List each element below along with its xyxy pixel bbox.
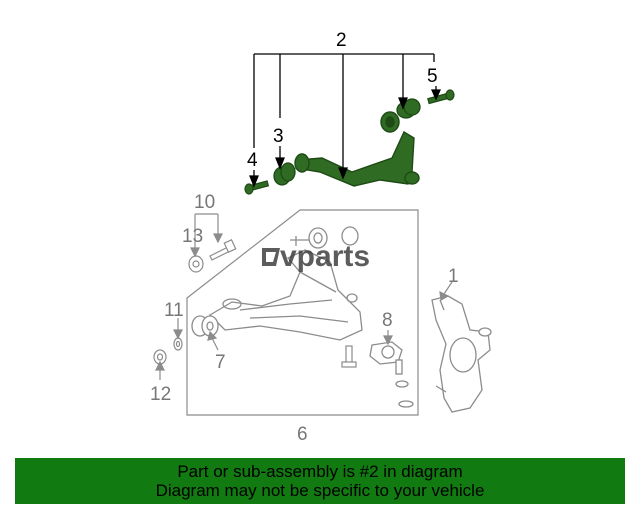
upper-control-arm	[294, 111, 420, 187]
callout-11: 11	[164, 300, 184, 321]
lower-control-arm	[208, 249, 363, 341]
lower-arm-bushings	[290, 226, 359, 249]
callout-10: 10	[194, 192, 215, 213]
callout-4: 4	[247, 150, 258, 171]
banner-line-2: Diagram may not be specific to your vehi…	[155, 481, 485, 500]
nut-13	[188, 255, 204, 273]
lower-arm-bushing-7	[191, 315, 219, 337]
bolt-4	[244, 180, 270, 195]
callout-2: 2	[336, 30, 347, 51]
parts-diagram: 2 3 4 5 1 6 7 8 10 11 12 13 vparts	[150, 30, 492, 445]
nut-12	[153, 349, 167, 365]
leader-lines-2	[249, 53, 442, 188]
lower-arm-panel-outline	[186, 209, 419, 416]
washer-11	[173, 337, 183, 351]
leader-lines-grey	[155, 213, 453, 380]
bolt-5	[427, 89, 455, 105]
ball-joint	[369, 341, 414, 408]
callout-13: 13	[182, 226, 203, 247]
watermark-text: vparts	[280, 240, 370, 273]
callout-12: 12	[150, 384, 171, 405]
callout-5: 5	[427, 66, 438, 87]
upper-arm-bushing-3	[273, 162, 296, 186]
banner-line-1: Part or sub-assembly is #2 in diagram	[177, 462, 463, 481]
callout-7: 7	[215, 352, 226, 373]
callout-6: 6	[297, 424, 308, 445]
steering-knuckle	[431, 295, 492, 413]
callout-3: 3	[273, 126, 284, 147]
callout-8: 8	[382, 310, 393, 331]
bolt-10	[209, 238, 237, 261]
lower-arm-bolt	[341, 345, 357, 368]
callout-1: 1	[448, 266, 459, 287]
info-banner: Part or sub-assembly is #2 in diagram Di…	[15, 458, 625, 504]
lvparts-logo-icon	[262, 248, 280, 266]
